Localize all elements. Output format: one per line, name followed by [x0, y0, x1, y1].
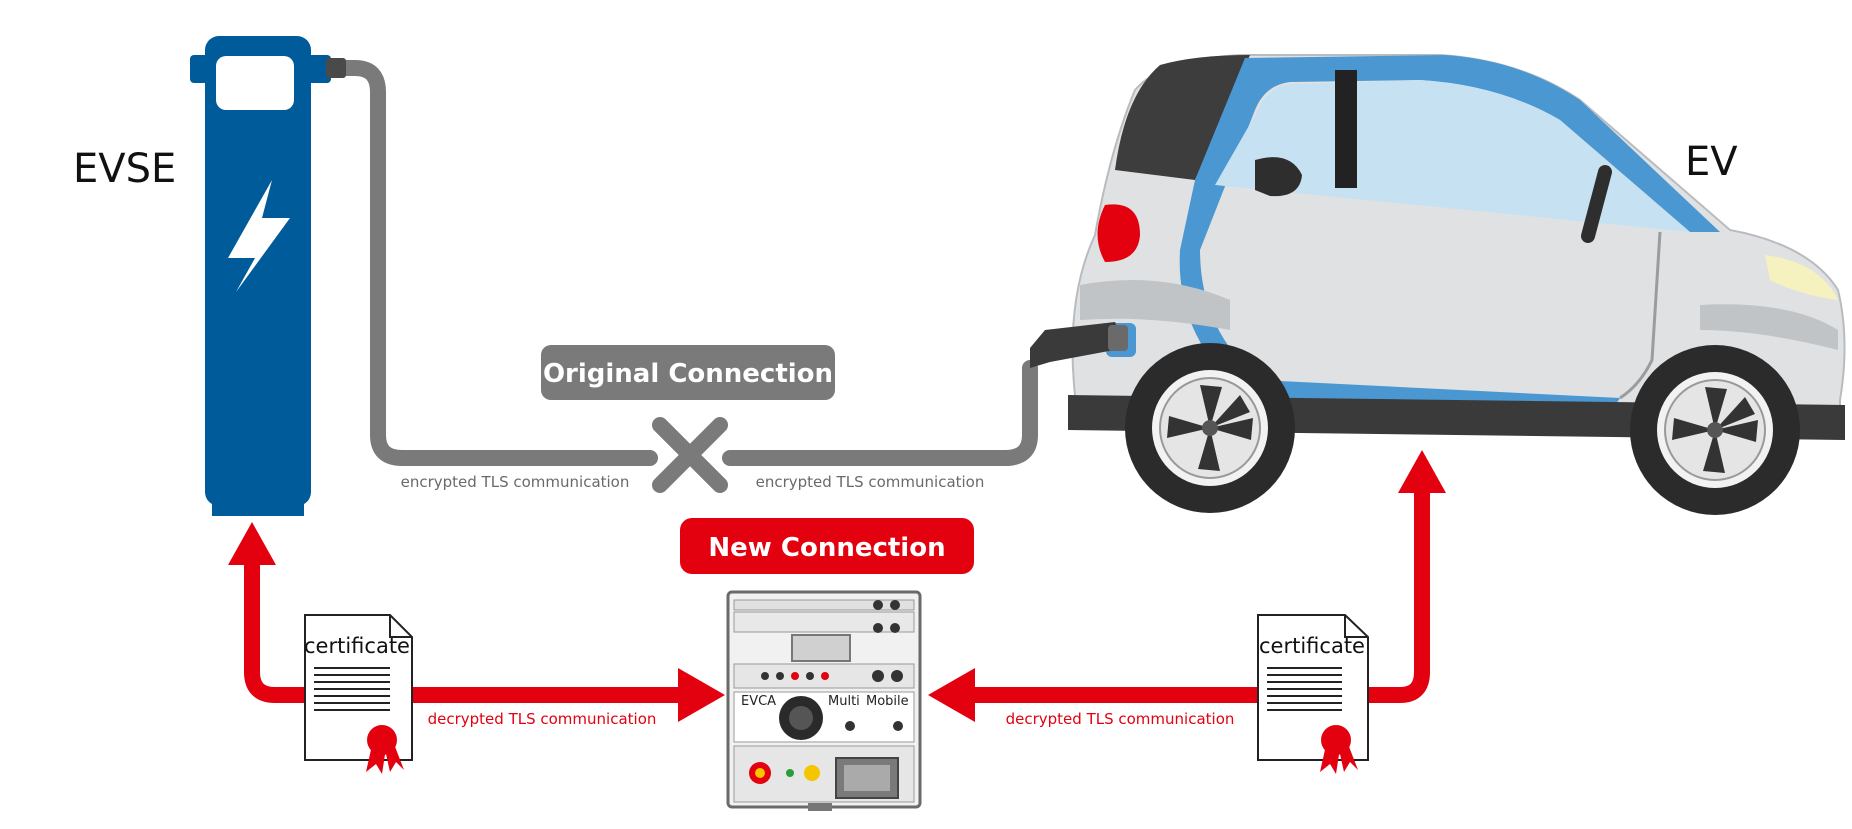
- original-connection-badge: Original Connection: [541, 345, 835, 400]
- new-connection-badge: New Connection: [680, 518, 974, 574]
- encrypted-right-label: encrypted TLS communication: [756, 473, 985, 491]
- decrypted-right-label: decrypted TLS communication: [1006, 710, 1235, 728]
- device-label-left: EVCA: [741, 694, 776, 709]
- decrypted-left-label: decrypted TLS communication: [428, 710, 657, 728]
- certificate-right-icon: [1257, 614, 1369, 774]
- encrypted-left-label: encrypted TLS communication: [401, 473, 630, 491]
- new-connection-label: New Connection: [708, 533, 945, 563]
- device-label-middle: Multi: [828, 694, 860, 709]
- test-device-icon: [726, 590, 922, 811]
- original-connection-label: Original Connection: [543, 359, 833, 389]
- ev-car-icon: [1068, 54, 1846, 515]
- evse-station-icon: [190, 36, 346, 516]
- new-connection-arrows: [228, 450, 1446, 722]
- cross-icon: [652, 417, 728, 493]
- charging-plug-icon: [1030, 322, 1128, 368]
- certificate-left-label: certificate: [304, 634, 410, 658]
- original-cable: [332, 60, 1038, 466]
- device-label-right: Mobile: [866, 694, 909, 709]
- ev-label: EV: [1685, 139, 1738, 185]
- evse-label: EVSE: [73, 146, 176, 192]
- certificate-right-label: certificate: [1259, 634, 1365, 658]
- certificate-left-icon: [304, 614, 413, 774]
